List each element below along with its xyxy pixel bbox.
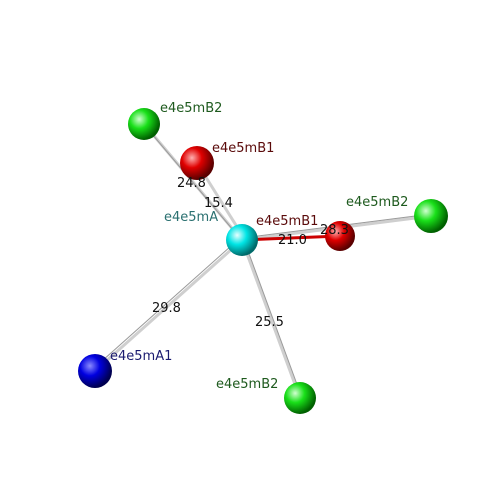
distance-green-bottom: 25.5 (255, 315, 284, 330)
bond-center-red-right (241, 234, 341, 242)
bond-center-green-bottom (240, 239, 302, 399)
atom-red-right (325, 221, 355, 251)
distance-green-right: 28.3 (320, 223, 349, 238)
label-green-right: e4e5mB2 (346, 195, 408, 210)
bond-center-green-bottom-inner (243, 239, 303, 399)
atom-green-upper-left (128, 108, 160, 140)
distance-red-right: 21.0 (278, 233, 307, 248)
label-red-upper: e4e5mB1 (212, 141, 274, 156)
distance-green-upper-left: 24.8 (177, 176, 206, 191)
distance-blue: 29.8 (152, 301, 181, 316)
bond-center-blue-inner (92, 237, 241, 370)
label-center: e4e5mA (164, 210, 218, 225)
label-green-bottom: e4e5mB2 (216, 377, 278, 392)
distance-red-upper: 15.4 (204, 196, 233, 211)
label-blue: e4e5mA1 (110, 349, 172, 364)
atom-green-bottom (284, 382, 316, 414)
atom-center-cyan (226, 224, 258, 256)
distance-labels: 24.8 15.4 21.0 28.3 29.8 25.5 (152, 176, 349, 330)
atom-red-upper (180, 146, 214, 180)
bond-center-blue (94, 238, 243, 373)
label-green-upper-left: e4e5mB2 (160, 101, 222, 116)
bond-center-green-upper-left-inner (140, 120, 240, 238)
atoms (78, 108, 448, 414)
atom-green-right (414, 199, 448, 233)
atom-blue (78, 354, 112, 388)
label-red-right: e4e5mB1 (256, 214, 318, 229)
atom-labels: e4e5mB2 e4e5mB1 e4e5mB2 e4e5mB1 e4e5mA e… (110, 101, 408, 392)
